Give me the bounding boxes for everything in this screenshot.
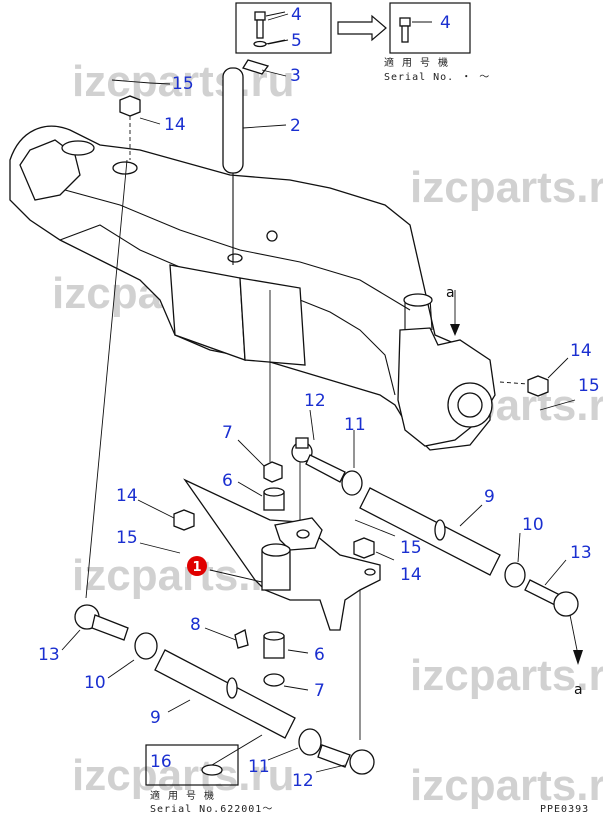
ball-joint xyxy=(553,591,579,617)
nut-7-lower xyxy=(263,673,285,687)
callout-label[interactable]: 14 xyxy=(164,115,186,135)
arrow-down-icon xyxy=(573,650,583,665)
nut-7 xyxy=(263,461,283,483)
steering-cylinder xyxy=(222,59,270,265)
mounting-lug xyxy=(19,139,81,201)
tie-rod-tube-lower xyxy=(154,649,296,739)
inset-washer-16: 適 用 号 機 Serial No.622001～ PPE0393 xyxy=(145,734,589,815)
callout-label[interactable]: 7 xyxy=(314,681,325,701)
callout-label[interactable]: 12 xyxy=(292,771,314,791)
callout-label[interactable]: 15 xyxy=(116,528,138,548)
serial-note-top-jp: 適 用 号 機 xyxy=(384,56,449,69)
callout-label[interactable]: 4 xyxy=(440,13,451,33)
arrow-down-icon xyxy=(450,324,460,336)
tie-rod-tube xyxy=(359,487,501,576)
callout-label[interactable]: 7 xyxy=(222,423,233,443)
callout-label[interactable]: 6 xyxy=(222,471,233,491)
highlighted-callout[interactable]: 1 xyxy=(187,556,207,576)
serial-note-bottom-jp: 適 用 号 機 xyxy=(150,789,215,802)
callout-label[interactable]: 14 xyxy=(116,486,138,506)
watermark-text: izcparts.ru xyxy=(72,751,295,800)
link-line xyxy=(85,159,128,599)
steering-arm xyxy=(139,461,396,687)
nut-bolt-right: a xyxy=(446,285,576,411)
arrow-right-icon xyxy=(337,14,387,42)
callout-label[interactable]: 8 xyxy=(190,615,201,635)
highlight-marker-icon[interactable] xyxy=(187,556,207,576)
bolt-icon xyxy=(253,11,267,48)
callout-label[interactable]: 15 xyxy=(578,376,600,396)
inset-box-old xyxy=(235,2,332,54)
nut-bolt-top-left xyxy=(111,79,151,160)
washer-icon xyxy=(253,40,267,48)
serial-note-bottom-en: Serial No.622001～ xyxy=(150,804,273,814)
watermark-text: izcparts.ru xyxy=(410,163,603,212)
nut-10-lower xyxy=(134,632,158,660)
callout-label[interactable]: 15 xyxy=(172,74,194,94)
callout-label[interactable]: 14 xyxy=(400,565,422,585)
callout-label[interactable]: 11 xyxy=(344,415,366,435)
reference-mark-a: a xyxy=(574,682,583,698)
inset-box-16 xyxy=(145,744,239,786)
nut-10 xyxy=(504,562,526,588)
callout-label[interactable]: 13 xyxy=(570,543,592,563)
frame-assembly xyxy=(9,125,496,451)
grease-fitting-8 xyxy=(234,629,249,649)
cylinder-body xyxy=(222,67,244,174)
callout-label[interactable]: 15 xyxy=(400,538,422,558)
watermark-text: izcparts.ru xyxy=(410,761,603,810)
nut-11-lower xyxy=(298,728,322,756)
nut-icon xyxy=(173,509,195,531)
inset-bolt-change: 適 用 号 機 Serial No. ・ ～ xyxy=(235,2,490,83)
tie-rod-upper: a xyxy=(291,437,583,698)
serial-note-top-en: Serial No. ・ ～ xyxy=(384,72,490,83)
nut-icon xyxy=(527,375,549,397)
nut-11 xyxy=(341,470,363,496)
callout-label[interactable]: 14 xyxy=(570,341,592,361)
callout-label[interactable]: 2 xyxy=(290,116,301,136)
reference-mark-a: a xyxy=(446,285,455,301)
figure-code: PPE0393 xyxy=(540,804,589,814)
plate-part xyxy=(242,59,270,75)
callout-label[interactable]: 10 xyxy=(84,673,106,693)
nut-icon xyxy=(353,537,375,559)
callout-label[interactable]: 9 xyxy=(150,708,161,728)
callout-label[interactable]: 10 xyxy=(522,515,544,535)
callout-leaders xyxy=(61,13,569,773)
callout-label[interactable]: 5 xyxy=(291,31,302,51)
callout-label[interactable]: 6 xyxy=(314,645,325,665)
steering-bracket xyxy=(169,264,246,361)
callout-label[interactable]: 4 xyxy=(291,5,302,25)
nut-icon xyxy=(119,95,141,117)
watermarks: izcparts.ru izcparts.ru izcparts.ru izcp… xyxy=(52,57,603,810)
callout-label[interactable]: 13 xyxy=(38,645,60,665)
highlighted-callout-label[interactable]: 1 xyxy=(192,560,201,575)
inset-box-new xyxy=(389,2,471,54)
tie-rod-lower xyxy=(74,604,375,775)
ball-joint xyxy=(349,749,375,775)
callouts: 4 5 4 3 15 14 2 14 15 12 11 7 6 14 9 10 … xyxy=(38,5,600,791)
washer-icon xyxy=(201,764,223,776)
callout-label[interactable]: 11 xyxy=(248,757,270,777)
callout-label[interactable]: 12 xyxy=(304,391,326,411)
callout-label[interactable]: 3 xyxy=(290,66,301,86)
callout-label[interactable]: 16 xyxy=(150,752,172,772)
callout-label[interactable]: 9 xyxy=(484,487,495,507)
bolt-icon xyxy=(399,17,411,43)
watermark-text: izcparts.ru xyxy=(410,651,603,700)
